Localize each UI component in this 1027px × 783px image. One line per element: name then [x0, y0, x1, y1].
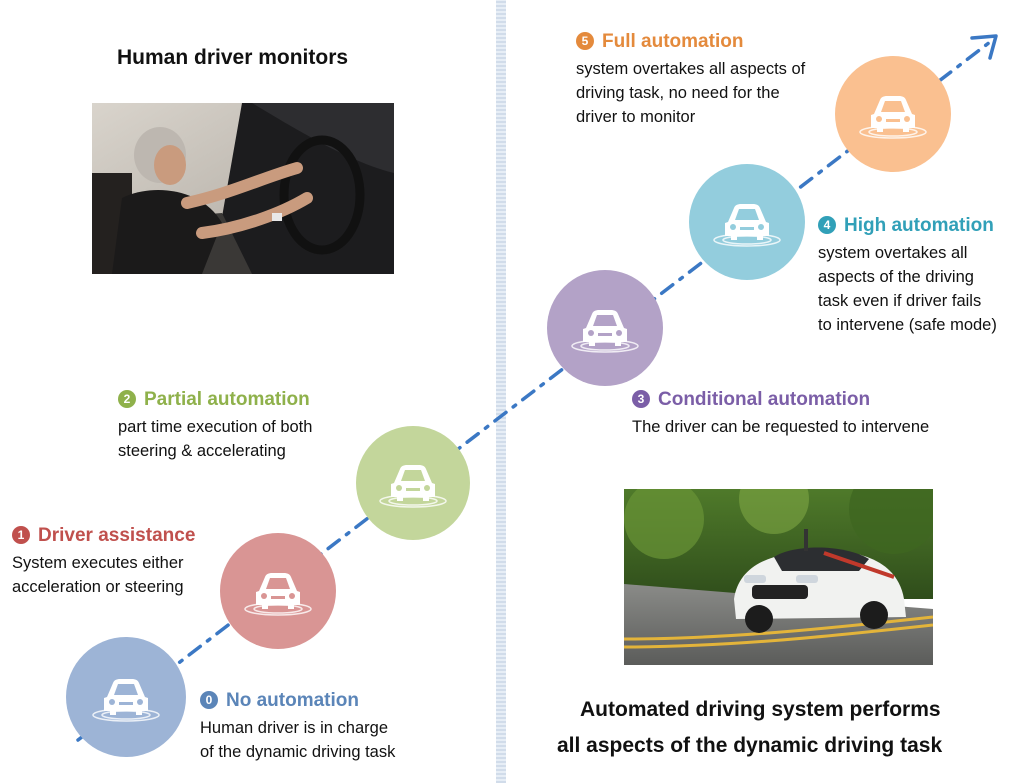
arrow-line: [76, 40, 992, 742]
level-5-number: 5: [576, 32, 594, 50]
level-0-description: Human driver is in charge of the dynamic…: [200, 719, 396, 761]
level-2-number: 2: [118, 390, 136, 408]
heading-human-monitors: Human driver monitors: [117, 46, 349, 69]
car-icon: [244, 573, 312, 616]
level-4-description: system overtakes all aspects of the driv…: [818, 244, 997, 334]
level-5-description: system overtakes all aspects of driving …: [576, 60, 806, 126]
car-icon: [92, 679, 160, 722]
level-3-circle: [547, 270, 663, 386]
level-3-number: 3: [632, 390, 650, 408]
level-1-description: System executes either acceleration or s…: [12, 554, 184, 596]
level-0-number: 0: [200, 691, 218, 709]
car-icon: [571, 310, 639, 353]
car-icon: [379, 465, 447, 508]
level-2-circle: [356, 426, 470, 540]
level-0-circle: [66, 637, 186, 757]
level-4-number: 4: [818, 216, 836, 234]
level-4-circle: [689, 164, 805, 280]
level-5-circle: [835, 56, 951, 172]
level-1-number: 1: [12, 526, 30, 544]
center-divider: [496, 0, 506, 783]
car-icon: [859, 96, 927, 139]
woman-driving-convertible-photo: [92, 103, 394, 274]
heading-system-performs-line2: all aspects of the dynamic driving task: [557, 734, 943, 757]
level-3-description: The driver can be requested to intervene: [632, 418, 930, 436]
arrow-head-icon: [970, 34, 998, 60]
car-icon: [713, 204, 781, 247]
autonomous-white-car-photo: [624, 489, 933, 665]
level-2-description: part time execution of both steering & a…: [118, 418, 313, 460]
level-1-circle: [220, 533, 336, 649]
heading-system-performs-line1: Automated driving system performs: [580, 698, 941, 721]
